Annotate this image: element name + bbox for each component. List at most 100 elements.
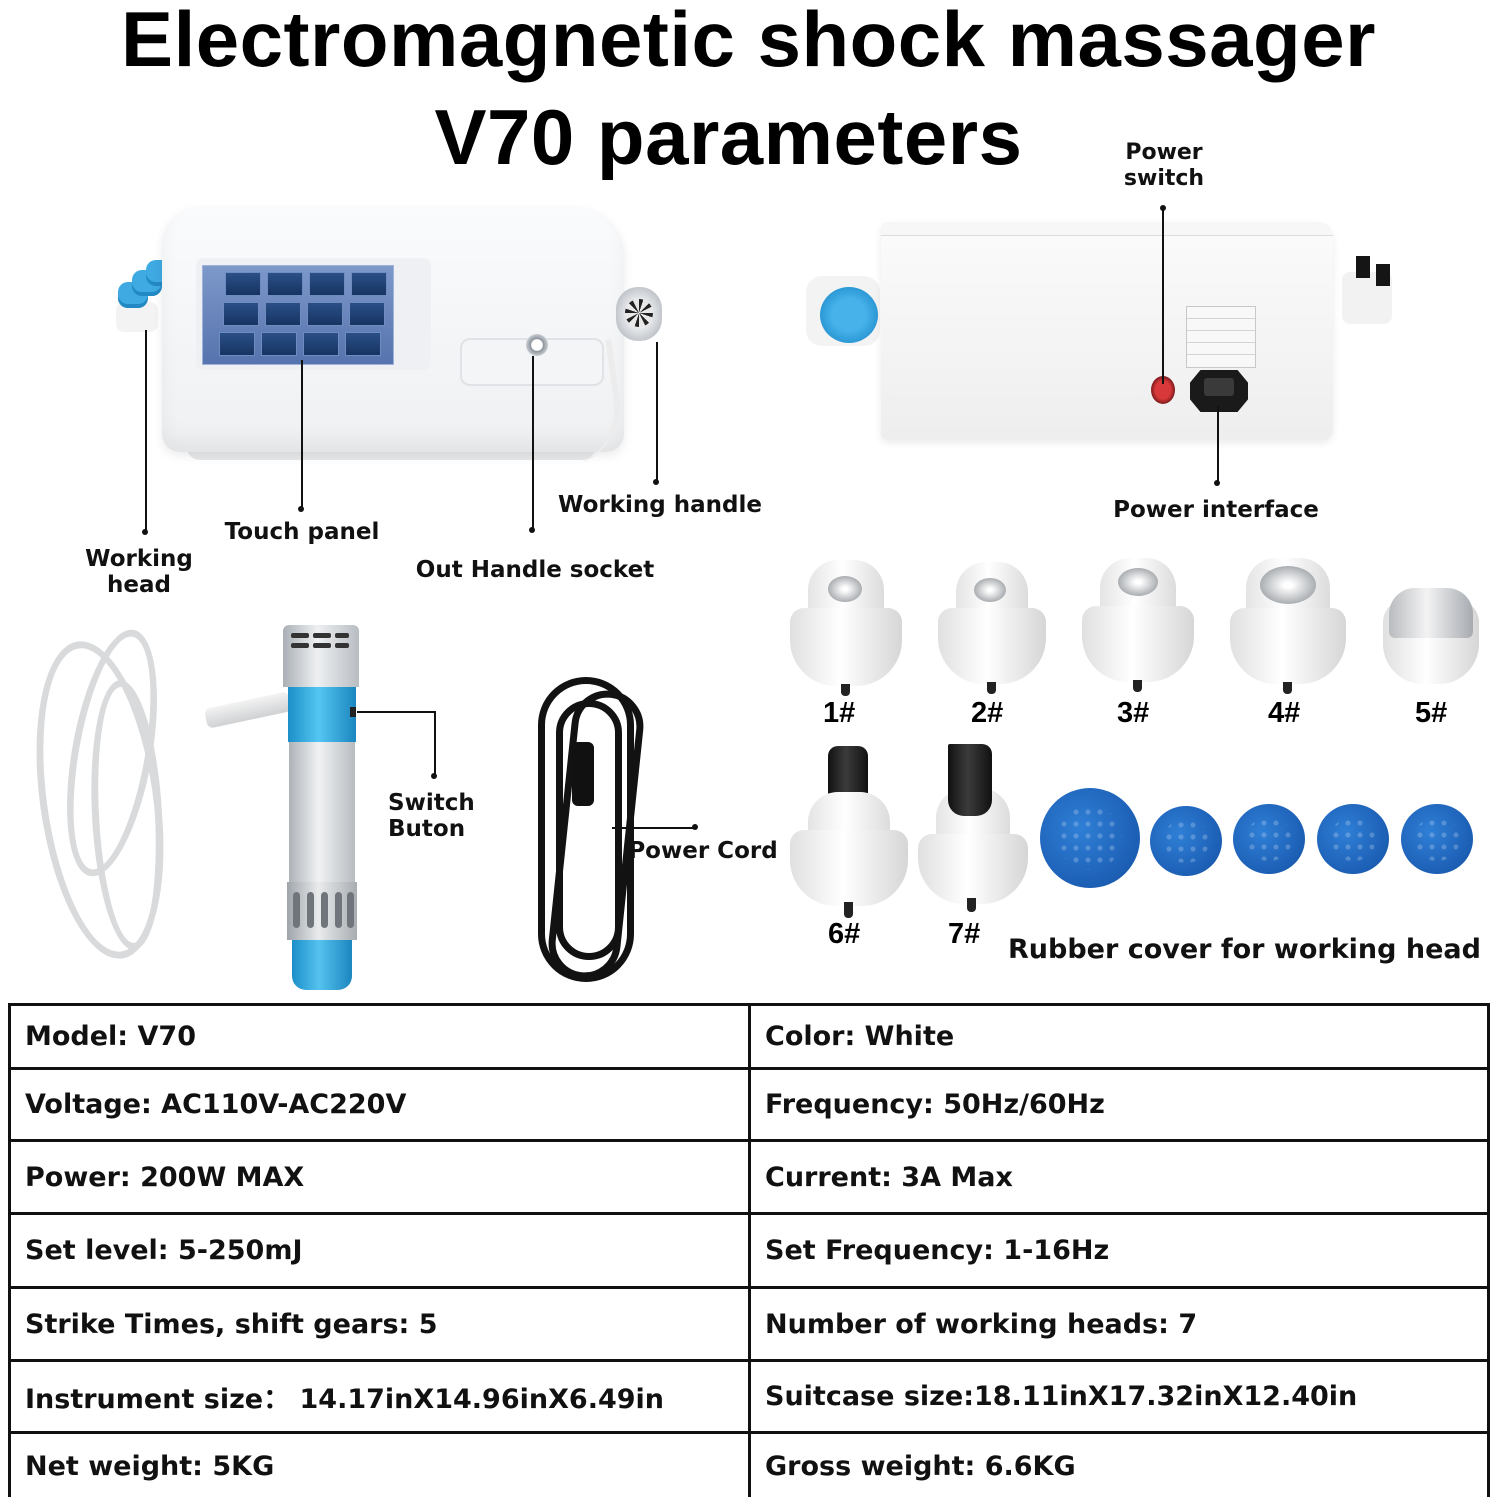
screen-tile[interactable] [219, 332, 255, 356]
callout-dot [653, 479, 659, 485]
spec-table: Model: V70 Color: White Voltage: AC110V-… [8, 1003, 1490, 1497]
head-label-4: 4# [1268, 697, 1301, 729]
callout-power-switch: Power switch [1123, 140, 1205, 191]
callout-dot [529, 527, 535, 533]
spec-row: Net weight: 5KG Gross weight: 6.6KG [8, 1431, 1490, 1497]
spec-row: Voltage: AC110V-AC220V Frequency: 50Hz/6… [8, 1067, 1490, 1142]
rubber-cover [1150, 806, 1222, 876]
rubber-cover [1401, 804, 1473, 874]
page-title-line-2: V70 parameters [434, 93, 1023, 181]
spec-cell-power: Power: 200W MAX [8, 1139, 751, 1215]
working-head-6 [790, 746, 908, 918]
callout-dot [1214, 480, 1220, 486]
callout-working-head: Working head [85, 546, 193, 598]
screen-tile[interactable] [265, 302, 301, 326]
handle-tip [292, 940, 352, 990]
spec-cell-suitcase-size: Suitcase size:18.11inX17.32inX12.40in [748, 1359, 1490, 1434]
screen-tile[interactable] [309, 272, 345, 296]
handle-rubber-cap [820, 287, 878, 343]
working-handle [616, 287, 662, 341]
handle-socket[interactable] [526, 334, 548, 356]
spec-cell-set-level: Set level: 5-250mJ [8, 1212, 751, 1289]
rating-label [1186, 306, 1256, 368]
spec-cell-instrument-size: Instrument size： 14.17inX14.96inX6.49in [8, 1359, 751, 1434]
callout-dot [431, 773, 437, 779]
working-head-5 [1383, 588, 1479, 688]
screen-tile[interactable] [267, 272, 303, 296]
callout-power-cord: Power Cord [628, 838, 778, 864]
rubber-cover [1233, 804, 1305, 874]
device-rear-body [881, 222, 1333, 440]
device-lid [881, 222, 1333, 236]
callout-line [301, 360, 303, 508]
spec-row: Model: V70 Color: White [8, 1003, 1490, 1070]
head-label-6: 6# [828, 918, 861, 950]
head-label-5: 5# [1415, 697, 1448, 729]
spec-cell-net-weight: Net weight: 5KG [8, 1431, 751, 1497]
touch-screen[interactable] [202, 265, 394, 365]
head-label-3: 3# [1117, 697, 1150, 729]
callout-dot [142, 529, 148, 535]
spec-cell-current: Current: 3A Max [748, 1139, 1490, 1215]
callout-line [357, 711, 435, 713]
page-title-line-1: Electromagnetic shock massager [121, 0, 1376, 83]
rubber-cover [1317, 804, 1389, 874]
screen-tile[interactable] [223, 302, 259, 326]
cord-loop [538, 677, 634, 982]
working-head-7 [918, 744, 1028, 912]
cord-loop [556, 700, 622, 960]
handle-body [289, 742, 355, 882]
power-inlet[interactable] [1190, 370, 1248, 412]
spec-row: Strike Times, shift gears: 5 Number of w… [8, 1286, 1490, 1362]
rubber-cover-caption: Rubber cover for working head [1008, 934, 1481, 965]
callout-touch-panel: Touch panel [224, 519, 380, 545]
callout-dot [298, 506, 304, 512]
spec-row: Power: 200W MAX Current: 3A Max [8, 1139, 1490, 1215]
spec-cell-voltage: Voltage: AC110V-AC220V [8, 1067, 751, 1142]
head-label-7: 7# [948, 918, 981, 950]
working-head-4 [1230, 558, 1346, 694]
screen-tile[interactable] [351, 272, 387, 296]
callout-dot [692, 824, 698, 830]
spec-cell-model: Model: V70 [8, 1003, 751, 1070]
screen-tile[interactable] [261, 332, 297, 356]
spec-row: Set level: 5-250mJ Set Frequency: 1-16Hz [8, 1212, 1490, 1289]
cable-connector [203, 691, 293, 729]
handle-head [283, 625, 359, 687]
screen-tile[interactable] [349, 302, 385, 326]
screen-tile[interactable] [303, 332, 339, 356]
spec-row: Instrument size： 14.17inX14.96inX6.49in … [8, 1359, 1490, 1434]
spec-cell-set-frequency: Set Frequency: 1-16Hz [748, 1212, 1490, 1289]
handle-grip [287, 882, 357, 940]
spec-cell-strike-times: Strike Times, shift gears: 5 [8, 1286, 751, 1362]
callout-power-interface: Power interface [1113, 497, 1319, 523]
callout-line [434, 711, 436, 775]
cord-plug [572, 742, 594, 806]
working-head-3 [1082, 558, 1194, 692]
spec-cell-color: Color: White [748, 1003, 1490, 1070]
head-label-1: 1# [823, 697, 856, 729]
handle-blue-ring [288, 687, 356, 742]
callout-switch-button: Switch Buton [388, 790, 475, 842]
callout-line [612, 827, 694, 829]
callout-line [145, 330, 147, 530]
working-head-1 [790, 560, 902, 696]
handle-grill-icon [625, 299, 653, 327]
screen-tile[interactable] [307, 302, 343, 326]
working-head-7-mini [1376, 264, 1390, 286]
callout-line [1217, 406, 1219, 482]
screen-tile[interactable] [345, 332, 381, 356]
rubber-cover-large [1040, 788, 1140, 888]
screen-tile[interactable] [225, 272, 261, 296]
spec-cell-working-heads: Number of working heads: 7 [748, 1286, 1490, 1362]
head-label-2: 2# [971, 697, 1004, 729]
spec-cell-gross-weight: Gross weight: 6.6KG [748, 1431, 1490, 1497]
working-head-6-mini [1356, 256, 1370, 278]
callout-working-handle: Working handle [558, 492, 762, 518]
callout-line [656, 342, 658, 480]
switch-button[interactable] [350, 707, 356, 717]
working-head-2 [938, 562, 1046, 694]
callout-line [532, 356, 534, 528]
callout-out-handle-socket: Out Handle socket [415, 557, 655, 583]
callout-line [1162, 208, 1164, 384]
